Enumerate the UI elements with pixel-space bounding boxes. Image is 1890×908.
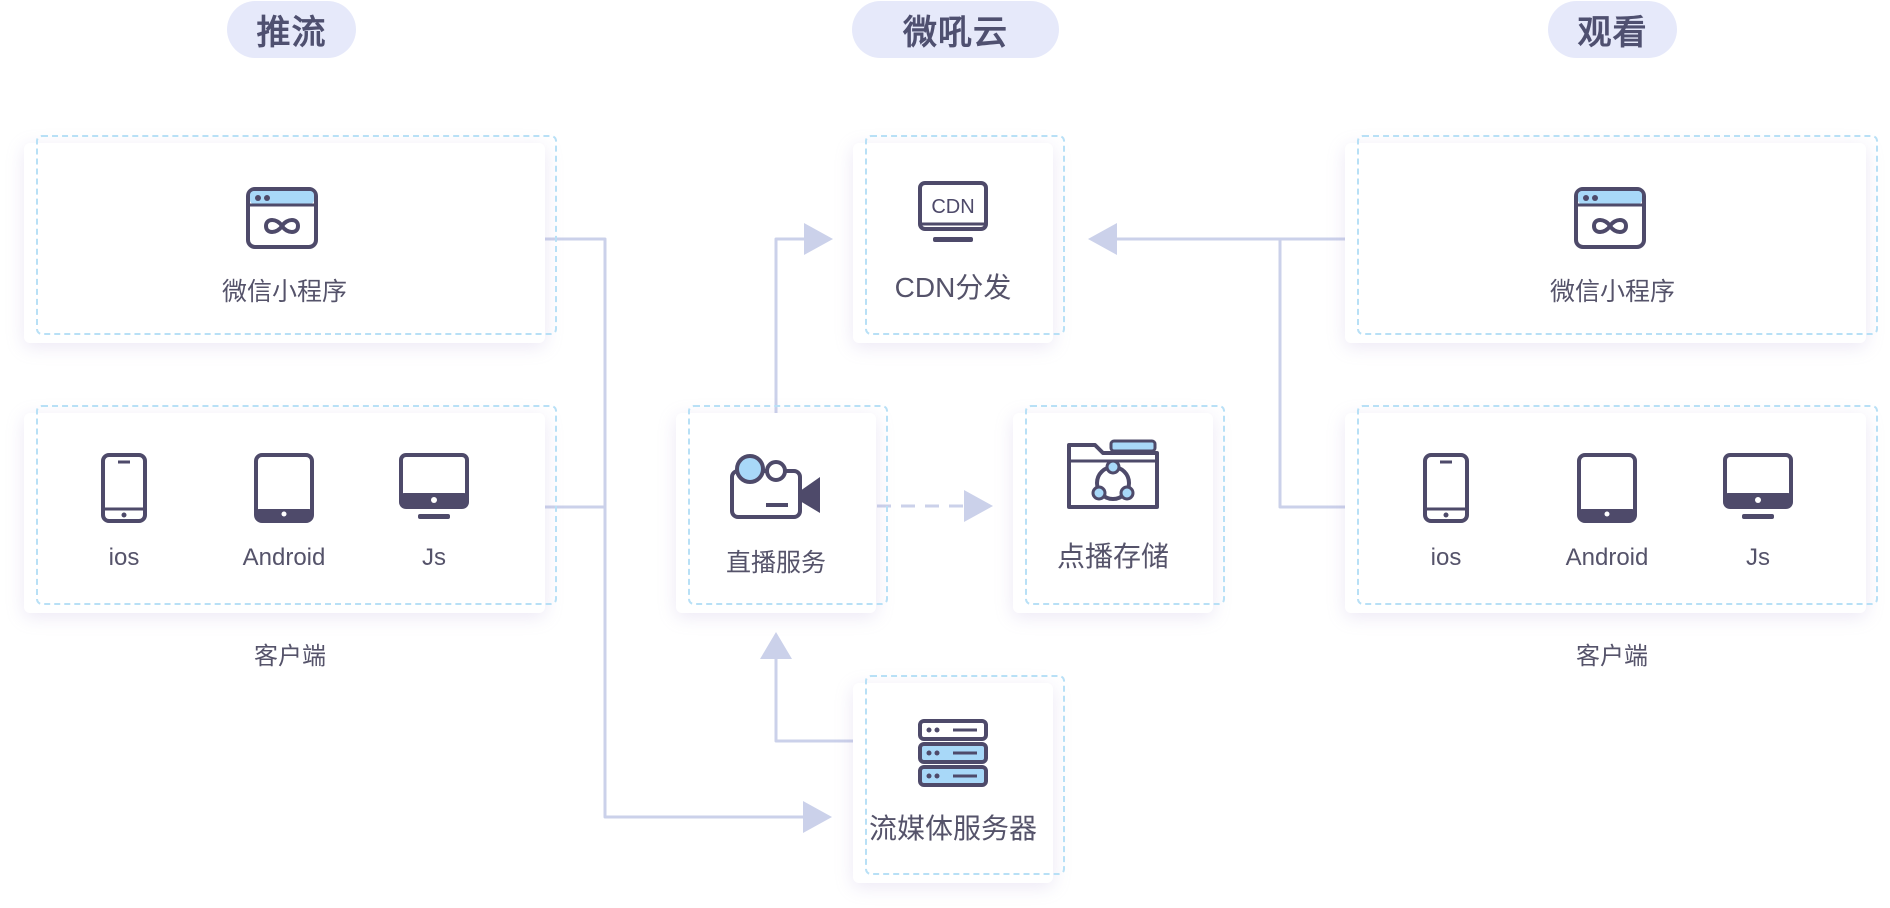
monitor-icon — [1723, 453, 1793, 519]
miniprogram-icon — [1574, 187, 1646, 249]
header-watch-label: 观看 — [1577, 14, 1648, 52]
phone-icon — [1423, 453, 1469, 523]
media-server-card: 流媒体服务器 — [853, 683, 1053, 883]
cdn-card: CDN CDN分发 — [853, 143, 1053, 343]
arrowhead-to-media — [803, 801, 832, 833]
push-clients-card: ios Android Js — [24, 413, 545, 613]
watch-device-ios-label: ios — [1430, 544, 1462, 571]
monitor-icon — [399, 453, 469, 519]
arrowhead-to-live — [760, 632, 792, 659]
watch-miniprogram-label: 微信小程序 — [1549, 278, 1675, 306]
arrowhead-from-watch — [1088, 223, 1117, 255]
media-to-live-line — [774, 655, 853, 743]
header-cloud: 微吼云 — [852, 1, 1059, 58]
header-watch: 观看 — [1548, 1, 1677, 58]
media-server-label: 流媒体服务器 — [868, 813, 1037, 844]
phone-icon — [101, 453, 147, 523]
live-to-cdn-line — [774, 237, 810, 413]
push-clients-caption: 客户端 — [254, 643, 326, 670]
folder-share-icon — [1067, 439, 1159, 509]
push-device-ios-label: ios — [108, 544, 140, 571]
video-camera-icon — [730, 454, 820, 519]
push-device-android-label: Android — [242, 544, 326, 571]
vod-storage-label: 点播存储 — [1056, 541, 1169, 572]
push-device-js-label: Js — [422, 544, 446, 571]
push-to-media-line — [545, 237, 818, 819]
tablet-icon — [1577, 453, 1637, 523]
header-push: 推流 — [227, 1, 356, 58]
server-stack-icon — [918, 719, 988, 787]
arrowhead-to-vod — [964, 490, 993, 522]
watch-clients-join-line — [1278, 239, 1345, 509]
header-push-label: 推流 — [256, 14, 327, 52]
miniprogram-icon — [246, 187, 318, 249]
push-miniprogram-label: 微信小程序 — [221, 278, 347, 306]
watch-miniprogram-card: 微信小程序 — [1345, 143, 1866, 343]
live-service-card: 直播服务 — [676, 413, 876, 613]
header-cloud-label: 微吼云 — [903, 14, 1008, 52]
push-miniprogram-card: 微信小程序 — [24, 143, 545, 343]
vod-storage-card: 点播存储 — [1013, 413, 1213, 613]
cdn-icon-text: CDN — [931, 196, 974, 218]
arrowhead-to-cdn — [804, 223, 833, 255]
cdn-monitor-icon: CDN — [918, 181, 988, 242]
watch-clients-caption: 客户端 — [1576, 643, 1648, 670]
watch-clients-card: ios Android Js — [1345, 413, 1866, 613]
cdn-label: CDN分发 — [894, 272, 1012, 303]
tablet-icon — [254, 453, 314, 523]
watch-device-android-label: Android — [1565, 544, 1649, 571]
live-service-label: 直播服务 — [725, 549, 826, 577]
watch-device-js-label: Js — [1746, 544, 1770, 571]
